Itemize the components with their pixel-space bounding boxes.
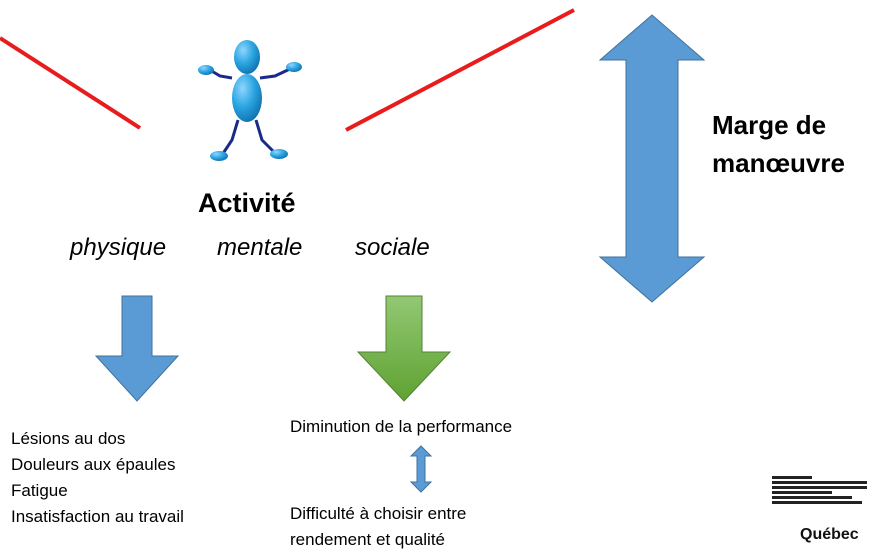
activity-title: Activité xyxy=(198,188,296,218)
down-arrow-blue xyxy=(94,295,180,402)
stick-figure-icon xyxy=(198,40,302,161)
margin-label: Marge de manœuvre xyxy=(712,106,845,182)
red-line-left xyxy=(0,36,142,130)
margin-label-line2: manœuvre xyxy=(712,148,845,178)
quebec-logo: Québec xyxy=(800,526,859,543)
logo-text-block xyxy=(772,476,867,506)
list-item: Lésions au dos xyxy=(11,429,126,448)
quality-dilemma-text: Difficulté à choisir entre rendement et … xyxy=(290,501,466,553)
dimension-mentale: mentale xyxy=(217,234,303,261)
double-arrow-small xyxy=(409,445,433,493)
left-outcomes-list: Lésions au dos Douleurs aux épaules Fati… xyxy=(11,426,184,530)
dimension-sociale: sociale xyxy=(355,234,430,261)
list-item: Insatisfaction au travail xyxy=(11,507,184,526)
margin-label-line1: Marge de xyxy=(712,110,827,140)
red-line-right xyxy=(345,8,575,132)
double-arrow-large xyxy=(598,14,706,303)
quality-dilemma-line2: rendement et qualité xyxy=(290,530,445,549)
list-item: Douleurs aux épaules xyxy=(11,455,176,474)
performance-decrease-text: Diminution de la performance xyxy=(290,417,513,436)
down-arrow-green xyxy=(356,295,452,402)
dimension-physique: physique xyxy=(70,234,167,261)
list-item: Fatigue xyxy=(11,481,68,500)
quality-dilemma-line1: Difficulté à choisir entre xyxy=(290,504,467,523)
